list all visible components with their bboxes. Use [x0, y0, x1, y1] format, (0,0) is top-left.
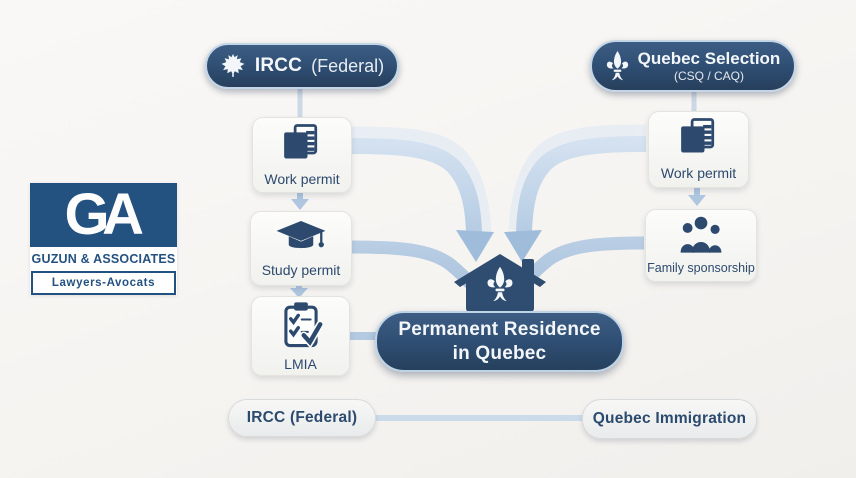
maple-leaf-icon: [220, 53, 246, 79]
documents-icon: [280, 123, 324, 164]
clipboard-check-icon: [279, 301, 323, 349]
down-arrow-icons: [290, 187, 706, 298]
node-permanent-residence: Permanent Residence in Quebec: [375, 311, 624, 372]
node-label: Work permit: [264, 170, 340, 187]
fleur-de-lis-icon: [606, 51, 629, 82]
documents-icon: [677, 118, 721, 158]
footer-quebec-immigration: Quebec Immigration: [582, 399, 757, 439]
guzun-associates-logo: GA GUZUN & ASSOCIATES Lawyers-Avocats: [30, 183, 177, 295]
family-icon: [675, 216, 727, 254]
node-ircc-federal: IRCC (Federal): [205, 43, 399, 89]
node-family-sponsorship: Family sponsorship: [645, 209, 757, 282]
node-lmia: LMIA: [251, 296, 350, 376]
node-label: Family sponsorship: [647, 261, 755, 275]
destination-line1: Permanent Residence: [398, 319, 601, 341]
footer-ircc-federal: IRCC (Federal): [228, 399, 376, 437]
destination-line2: in Quebec: [452, 342, 547, 364]
node-label: Study permit: [261, 262, 341, 278]
logo-tagline: Lawyers-Avocats: [31, 271, 176, 295]
node-ircc-suffix: (Federal): [311, 55, 385, 76]
node-work-permit-right: Work permit: [648, 111, 749, 188]
node-ircc-label: IRCC: [254, 55, 303, 76]
logo-firm-name: GUZUN & ASSOCIATES: [31, 252, 176, 266]
node-study-permit: Study permit: [250, 211, 352, 286]
house-fleur-icon: [452, 254, 548, 312]
node-work-permit-left: Work permit: [252, 117, 352, 193]
node-label: Work permit: [660, 165, 737, 181]
logo-monogram: GA: [30, 183, 177, 247]
footer-quebec-label: Quebec Immigration: [592, 410, 747, 427]
node-quebec-label: Quebec Selection: [637, 48, 781, 68]
node-quebec-selection: Quebec Selection (CSQ / CAQ): [590, 40, 796, 92]
node-label: LMIA: [284, 355, 317, 372]
footer-ircc-label: IRCC (Federal): [246, 409, 358, 426]
graduation-cap-icon: [275, 219, 327, 255]
node-quebec-sub: (CSQ / CAQ): [673, 68, 744, 83]
